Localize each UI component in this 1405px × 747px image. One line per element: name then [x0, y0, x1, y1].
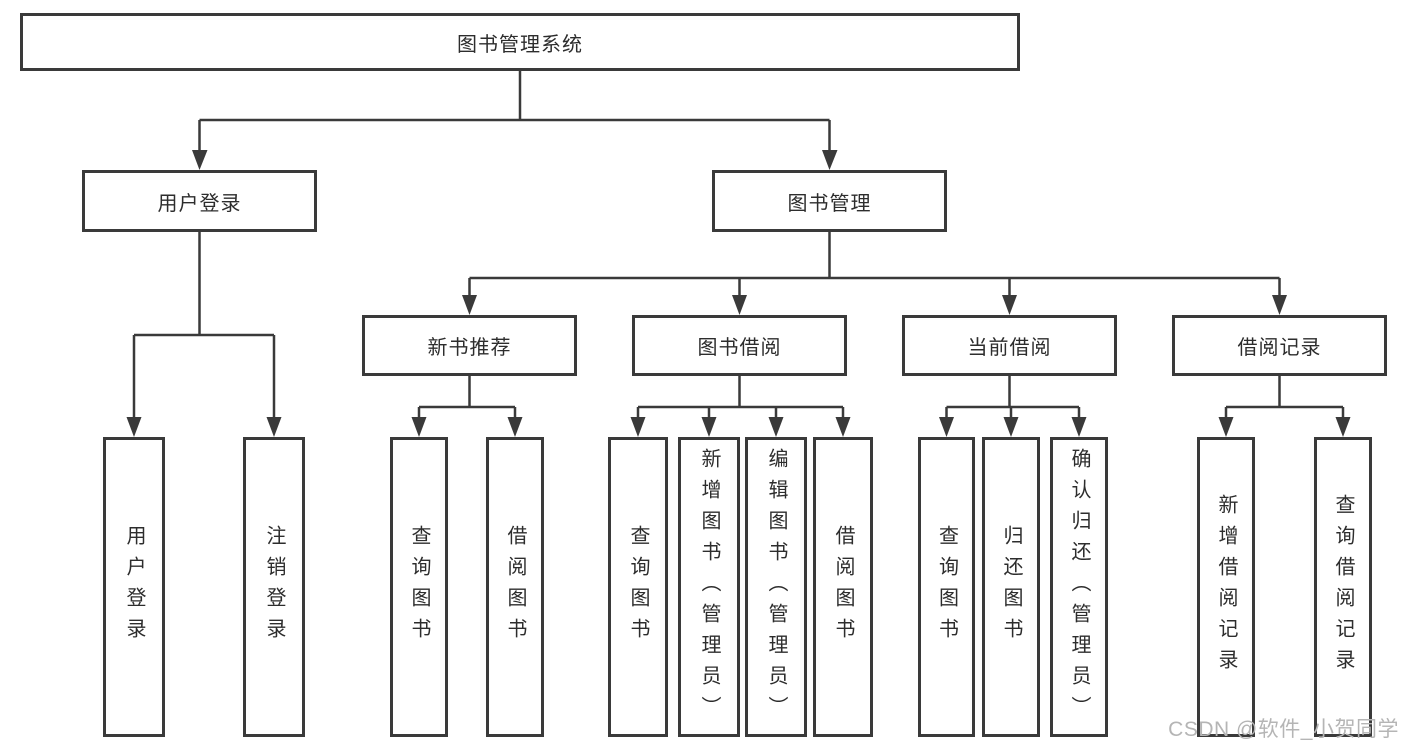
node-user-login: 用户登录: [82, 170, 317, 232]
leaf-edit-book-admin: 编辑图书（管理员）: [745, 437, 807, 737]
leaf-add-book-admin: 新增图书（管理员）: [678, 437, 740, 737]
arrowheads-user-login: [126, 417, 282, 437]
leaf-borrow-book: 借阅图书: [813, 437, 873, 737]
node-current-borrow: 当前借阅: [902, 315, 1117, 376]
leaf-query-book-recommend-label: 查询图书: [408, 525, 430, 649]
leaf-query-book-current: 查询图书: [918, 437, 975, 737]
leaf-query-book-borrow: 查询图书: [608, 437, 668, 737]
node-new-book-recommend: 新书推荐: [362, 315, 577, 376]
node-current-borrow-label: 当前借阅: [967, 337, 1052, 359]
leaf-return-book: 归还图书: [982, 437, 1040, 737]
arrowheads-modules: [462, 295, 1287, 315]
leaf-logout-login-label: 注销登录: [263, 525, 285, 649]
arrowheads-branches: [192, 150, 838, 170]
node-borrow-record-label: 借阅记录: [1237, 337, 1322, 359]
leaf-query-book-recommend: 查询图书: [390, 437, 448, 737]
leaf-add-book-admin-label: 新增图书（管理员）: [698, 447, 720, 727]
leaf-user-login-label: 用户登录: [123, 525, 145, 649]
connector-borrow-record-children: [1224, 376, 1345, 418]
node-new-book-recommend-label: 新书推荐: [427, 337, 512, 359]
leaf-edit-book-admin-label: 编辑图书（管理员）: [765, 447, 787, 727]
connector-new-book-recommend-children: [417, 376, 517, 418]
leaf-query-borrow-record: 查询借阅记录: [1314, 437, 1372, 737]
node-book-borrow-label: 图书借阅: [697, 337, 782, 359]
connector-current-borrow-children: [945, 376, 1081, 418]
arrowheads-book-borrow: [630, 417, 851, 437]
leaf-borrow-book-recommend-label: 借阅图书: [504, 525, 526, 649]
leaf-query-book-borrow-label: 查询图书: [627, 525, 649, 649]
csdn-watermark: CSDN @软件_小贺同学: [1168, 718, 1399, 741]
leaf-query-book-current-label: 查询图书: [935, 525, 958, 649]
leaf-return-book-label: 归还图书: [1000, 525, 1022, 649]
leaf-confirm-return-admin-label: 确认归还（管理员）: [1068, 447, 1090, 727]
leaf-user-login: 用户登录: [103, 437, 165, 737]
node-borrow-record: 借阅记录: [1172, 315, 1387, 376]
connector-book-borrow-children: [636, 376, 845, 418]
node-library-system: 图书管理系统: [20, 13, 1020, 71]
node-book-management: 图书管理: [712, 170, 947, 232]
connector-root-to-branches: [198, 71, 831, 151]
node-book-borrow: 图书借阅: [632, 315, 847, 376]
leaf-borrow-book-label: 借阅图书: [832, 525, 854, 649]
node-user-login-label: 用户登录: [157, 192, 242, 215]
arrowheads-borrow-record: [1218, 417, 1351, 437]
leaf-query-borrow-record-label: 查询借阅记录: [1332, 494, 1354, 680]
arrowheads-new-book-recommend: [411, 417, 523, 437]
arrowheads-current-borrow: [939, 417, 1087, 437]
connector-book-management-modules: [468, 232, 1281, 296]
leaf-logout-login: 注销登录: [243, 437, 305, 737]
node-library-system-label: 图书管理系统: [457, 33, 583, 56]
leaf-borrow-book-recommend: 借阅图书: [486, 437, 544, 737]
connector-user-login-children: [132, 232, 276, 418]
leaf-add-borrow-record: 新增借阅记录: [1197, 437, 1255, 737]
node-book-management-label: 图书管理: [787, 192, 872, 215]
leaf-add-borrow-record-label: 新增借阅记录: [1215, 494, 1237, 680]
leaf-confirm-return-admin: 确认归还（管理员）: [1050, 437, 1108, 737]
